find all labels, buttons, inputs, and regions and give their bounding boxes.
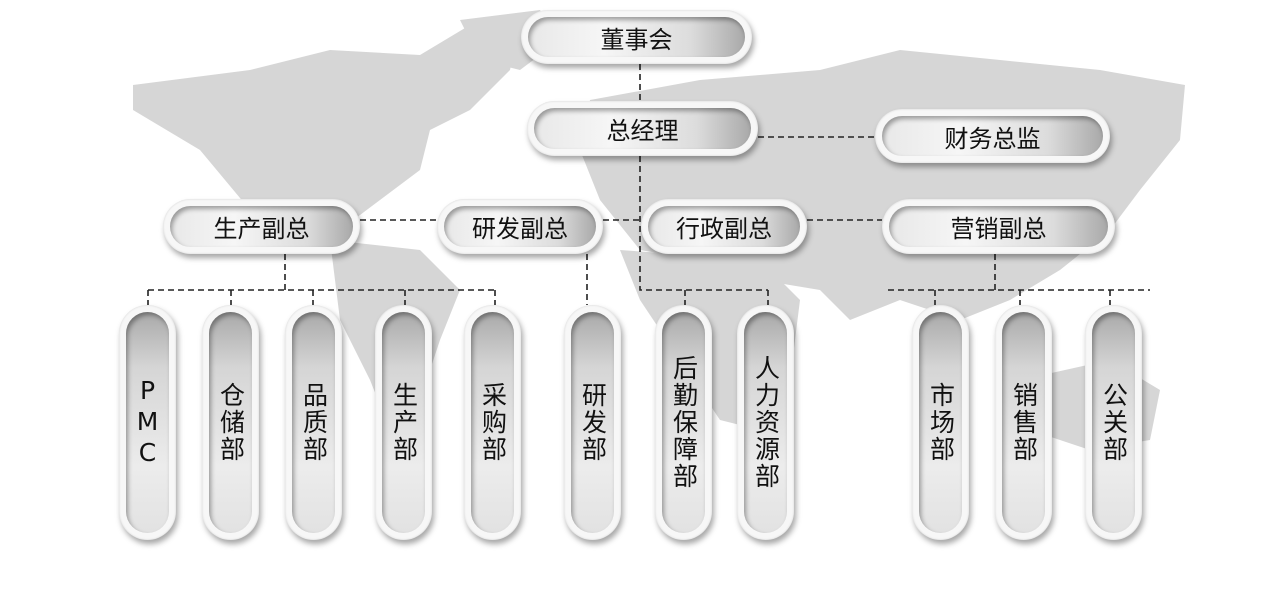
dept-purchasing: 采购部: [464, 305, 521, 540]
dept-market: 市场部: [912, 305, 969, 540]
node-board: 董事会: [521, 10, 752, 64]
node-vp-rd: 研发副总: [437, 199, 603, 254]
dept-sales: 销售部: [995, 305, 1052, 540]
dept-pmc: PMC: [119, 305, 176, 540]
dept-quality: 品质部: [285, 305, 342, 540]
dept-production: 生产部: [375, 305, 432, 540]
marketing-branch-line: [888, 254, 1150, 305]
dept-logistics: 后勤保障部: [655, 305, 712, 540]
node-vp-marketing: 营销副总: [882, 199, 1115, 254]
dept-rd: 研发部: [564, 305, 621, 540]
production-branch-line: [147, 254, 496, 305]
gm-trunk-line: [639, 156, 769, 305]
dept-warehouse: 仓储部: [202, 305, 259, 540]
node-vp-admin: 行政副总: [641, 199, 807, 254]
dept-pr: 公关部: [1085, 305, 1142, 540]
node-cfo: 财务总监: [875, 109, 1110, 163]
node-vp-production: 生产副总: [163, 199, 360, 254]
dept-hr: 人力资源部: [737, 305, 794, 540]
node-general-manager: 总经理: [527, 101, 758, 156]
